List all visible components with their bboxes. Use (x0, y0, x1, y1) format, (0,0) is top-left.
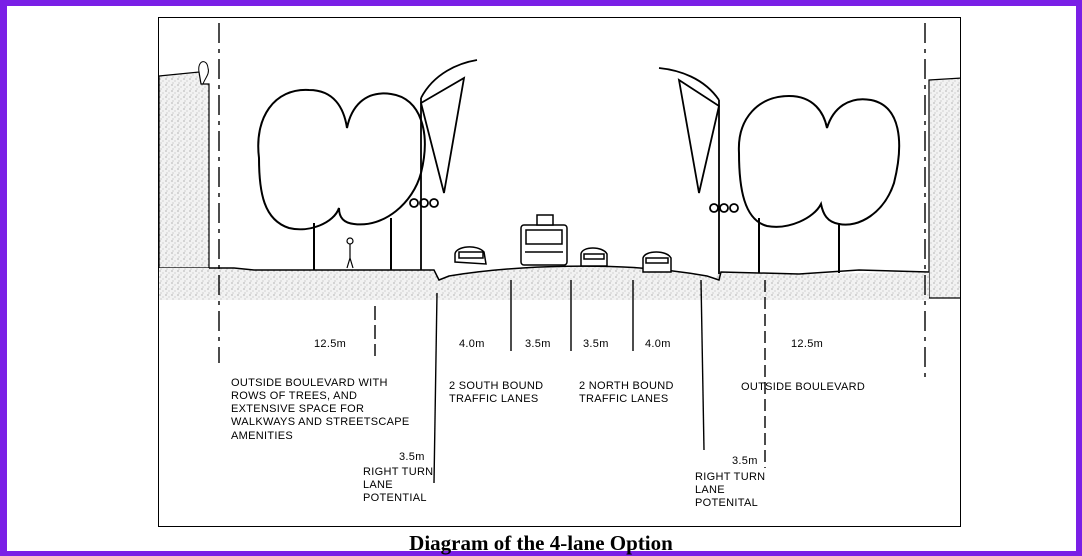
left-person-on-building (198, 61, 209, 85)
svg-text:RIGHT TURN: RIGHT TURN (363, 466, 433, 478)
dim-nb-lane-outer: 4.0m (645, 338, 671, 350)
dim-sb-lane-inner: 3.5m (525, 338, 551, 350)
svg-text:WALKWAYS AND STREETSCAPE: WALKWAYS AND STREETSCAPE (231, 416, 410, 428)
label-left-turn: RIGHT TURN LANE POTENTIAL (363, 466, 433, 504)
svg-text:LANE: LANE (695, 484, 725, 496)
svg-text:OUTSIDE BOULEVARD: OUTSIDE BOULEVARD (741, 381, 865, 393)
car-sb-1 (454, 246, 487, 265)
label-right-turn: RIGHT TURN LANE POTENITAL (695, 471, 765, 509)
ground-band (159, 265, 929, 300)
bus-sb-2 (520, 214, 568, 266)
svg-text:ROWS OF TREES, AND: ROWS OF TREES, AND (231, 390, 357, 402)
left-lamppost (409, 59, 478, 270)
diagram-caption: Diagram of the 4-lane Option (409, 531, 673, 555)
svg-text:OUTSIDE BOULEVARD WITH: OUTSIDE BOULEVARD WITH (231, 377, 388, 389)
svg-text:TRAFFIC LANES: TRAFFIC LANES (449, 393, 538, 405)
page-bottom-bar (0, 551, 1082, 556)
dim-nb-lane-inner: 3.5m (583, 338, 609, 350)
dim-sb-lane-outer: 4.0m (459, 338, 485, 350)
svg-text:2 SOUTH BOUND: 2 SOUTH BOUND (449, 380, 543, 392)
right-building (928, 77, 960, 299)
pedestrian-figure (346, 237, 354, 269)
dim-left-boulevard: 12.5m (314, 338, 346, 350)
right-trees (737, 94, 901, 273)
label-southbound: 2 SOUTH BOUND TRAFFIC LANES (449, 380, 543, 405)
svg-text:RIGHT TURN: RIGHT TURN (695, 471, 765, 483)
ground-surface-line (209, 265, 930, 281)
label-right-boulevard: OUTSIDE BOULEVARD (741, 381, 865, 393)
right-lamppost (658, 67, 739, 274)
svg-text:LANE: LANE (363, 479, 393, 491)
dimension-lines (374, 279, 766, 484)
left-building (159, 71, 210, 269)
svg-text:TRAFFIC LANES: TRAFFIC LANES (579, 393, 668, 405)
dim-right-boulevard: 12.5m (791, 338, 823, 350)
car-nb-2 (642, 251, 672, 273)
svg-text:2 NORTH BOUND: 2 NORTH BOUND (579, 380, 674, 392)
dim-right-turn-lane: 3.5m (732, 455, 758, 467)
dim-left-turn-lane: 3.5m (399, 451, 425, 463)
car-nb-1 (580, 247, 608, 267)
label-left-boulevard: OUTSIDE BOULEVARD WITH ROWS OF TREES, AN… (231, 377, 410, 442)
label-northbound: 2 NORTH BOUND TRAFFIC LANES (579, 380, 674, 405)
svg-text:POTENITAL: POTENITAL (695, 497, 758, 509)
svg-text:EXTENSIVE SPACE FOR: EXTENSIVE SPACE FOR (231, 403, 364, 415)
cross-section-diagram: 12.5m 4.0m 3.5m 3.5m 4.0m 12.5m 3.5m 3.5… (158, 17, 961, 527)
svg-text:POTENTIAL: POTENTIAL (363, 492, 427, 504)
left-trees (257, 88, 426, 270)
svg-text:AMENITIES: AMENITIES (231, 430, 293, 442)
